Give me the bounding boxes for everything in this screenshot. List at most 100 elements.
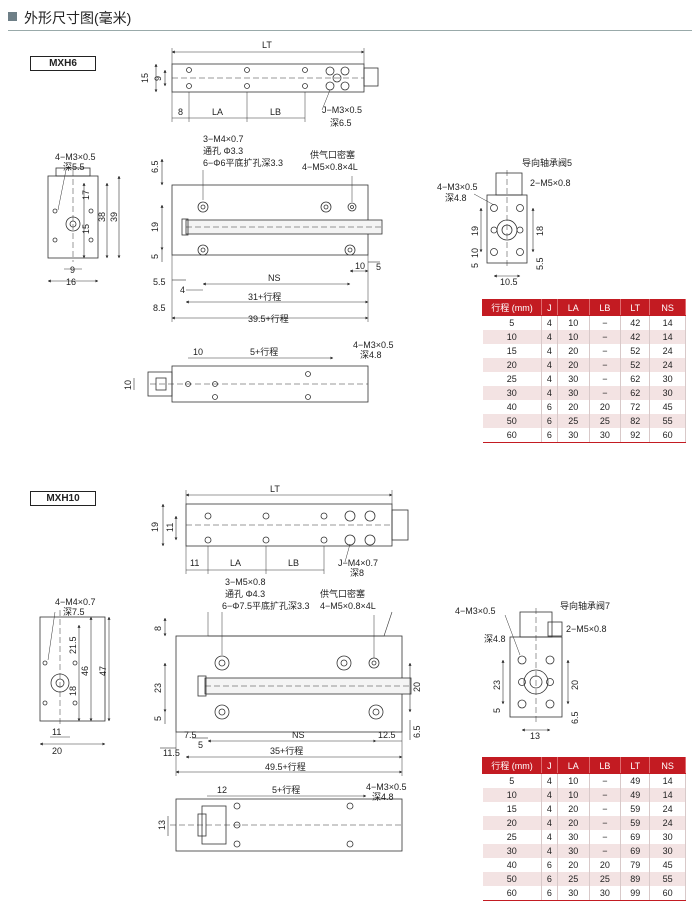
table-cell: 24: [649, 358, 686, 372]
dimension-label: 10.5: [500, 277, 518, 287]
table-cell: 30: [589, 886, 622, 901]
dimension-label: 10: [193, 347, 203, 357]
table-cell: −: [589, 830, 622, 844]
table-cell: −: [589, 330, 622, 344]
table-header-cell: LA: [556, 299, 590, 316]
dimension-label: 4−M3×0.5: [437, 182, 478, 192]
dimension-label: 49.5+行程: [265, 761, 306, 772]
table-cell: 30: [649, 386, 686, 400]
dimension-label: 深8: [350, 568, 364, 578]
table-cell: 4: [541, 358, 558, 372]
table-cell: 20: [557, 816, 590, 830]
dimension-label: 18: [68, 686, 78, 696]
table-header-cell: LT: [620, 299, 651, 316]
dimension-label: 47: [98, 666, 108, 676]
table-cell: −: [589, 816, 622, 830]
model-tag-mxh10: MXH10: [30, 491, 96, 506]
dimension-label: 通孔 Φ4.3: [225, 589, 265, 599]
dimension-label: 11: [190, 558, 199, 568]
dimension-label: 13: [530, 731, 540, 741]
dimension-label: 5.5: [153, 277, 166, 287]
dimension-label: 39.5+行程: [248, 313, 289, 324]
table-cell: 25: [589, 414, 622, 428]
table-cell: 40: [482, 858, 542, 872]
table-cell: 14: [649, 773, 686, 788]
dimension-label: 46: [80, 666, 90, 676]
table-cell: 4: [541, 344, 558, 358]
table-cell: −: [589, 773, 622, 788]
dimension-label: NS: [292, 730, 305, 740]
table-cell: 24: [649, 816, 686, 830]
table-cell: 25: [589, 872, 622, 886]
table-cell: 20: [589, 858, 622, 872]
table-cell: 6: [541, 428, 558, 443]
dimension-label: LA: [230, 558, 241, 568]
table-cell: 4: [541, 802, 558, 816]
mxh6-lt-label: LT: [262, 40, 272, 50]
table-cell: 60: [649, 428, 686, 443]
dimension-label: 5: [198, 740, 203, 750]
table-header-cell: J: [541, 299, 558, 316]
table-cell: 6: [541, 872, 558, 886]
table-cell: 6: [541, 886, 558, 901]
table-cell: −: [589, 802, 622, 816]
table-header-cell: NS: [649, 299, 686, 316]
table-cell: 30: [649, 830, 686, 844]
table-cell: 20: [482, 358, 542, 372]
dimension-label: 31+行程: [248, 291, 281, 302]
table-cell: 6: [541, 414, 558, 428]
dimension-label: J−M4×0.7: [338, 558, 378, 568]
dimension-label: 深7.5: [63, 607, 85, 617]
table-cell: 30: [649, 372, 686, 386]
table-cell: 69: [620, 830, 651, 844]
dimension-label: 10: [470, 248, 480, 258]
table-cell: 30: [482, 386, 542, 400]
table-cell: 40: [482, 400, 542, 414]
table-cell: 59: [620, 816, 651, 830]
table-cell: 20: [589, 400, 622, 414]
dimension-label: 23: [153, 683, 163, 693]
table-cell: 20: [482, 816, 542, 830]
table-cell: 14: [649, 330, 686, 344]
table-cell: 4: [541, 844, 558, 858]
dimension-label: 20: [412, 682, 422, 692]
table-header-cell: LB: [588, 757, 622, 774]
table-cell: 30: [557, 830, 590, 844]
table-cell: 30: [482, 844, 542, 858]
table-cell: −: [589, 386, 622, 400]
dimension-label: 10: [123, 380, 133, 390]
header-square-icon: [8, 12, 17, 21]
table-cell: 49: [620, 788, 651, 802]
dimension-label: 11: [165, 523, 175, 532]
dimension-label: LA: [212, 107, 223, 117]
table-header-cell: LB: [588, 299, 622, 316]
dimension-label: 4−M3×0.5: [455, 606, 496, 616]
dimension-label: 5: [150, 254, 160, 259]
table-cell: 5: [482, 315, 542, 330]
table-cell: 60: [482, 886, 542, 901]
table-cell: 20: [557, 802, 590, 816]
mxh6-drawing: [47, 48, 535, 403]
table-cell: 79: [620, 858, 651, 872]
table-cell: 62: [620, 386, 651, 400]
table-cell: 30: [589, 428, 622, 443]
dimension-label: 6.5: [412, 725, 422, 738]
table-cell: 45: [649, 400, 686, 414]
table-cell: 30: [557, 428, 590, 443]
table-cell: 10: [557, 330, 590, 344]
table-cell: 25: [482, 830, 542, 844]
table-cell: 14: [649, 788, 686, 802]
table-cell: 82: [620, 414, 651, 428]
table-cell: 60: [649, 886, 686, 901]
table-cell: 4: [541, 372, 558, 386]
dimension-label: 6−Φ6平底扩孔深3.3: [203, 157, 283, 168]
